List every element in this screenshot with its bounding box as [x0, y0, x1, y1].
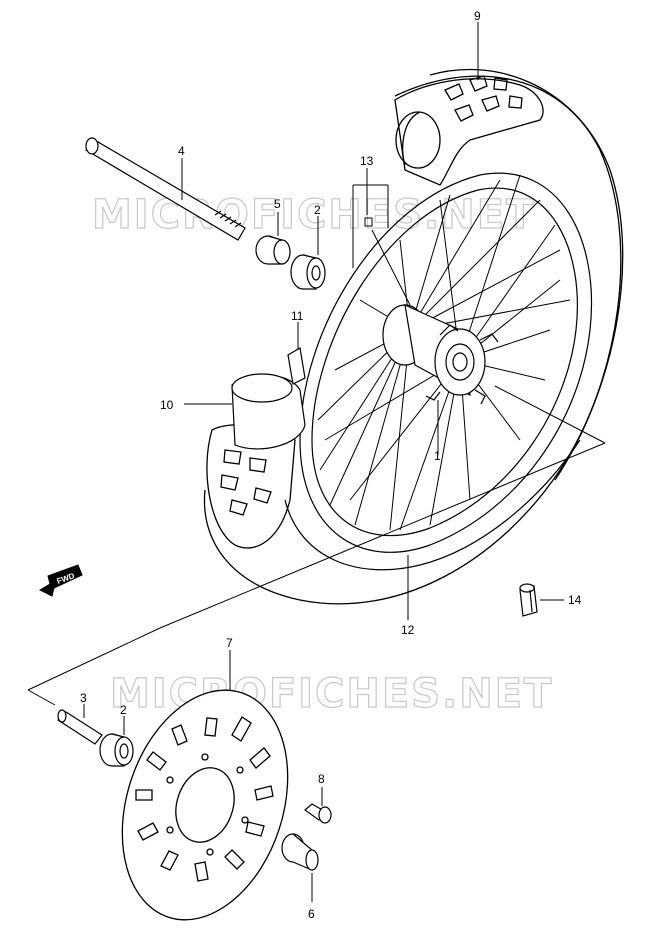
watermark-top: MICROFICHES.NET: [92, 192, 535, 238]
hub: [382, 303, 499, 405]
spokes: [317, 174, 571, 531]
callout-13: 13: [360, 154, 374, 168]
callout-7: 7: [226, 636, 233, 650]
callout-6: 6: [308, 907, 315, 921]
rim: [284, 172, 593, 571]
callout-2-upper: 2: [314, 203, 321, 217]
inner-tube: [231, 347, 306, 450]
callout-5: 5: [274, 197, 281, 211]
bearing-lower: [99, 733, 134, 767]
callout-2-lower: 2: [120, 703, 127, 717]
callout-4: 4: [178, 144, 185, 158]
fwd-indicator: FWD: [38, 564, 83, 597]
callout-8: 8: [318, 772, 325, 786]
rim-band-clip: [519, 583, 538, 617]
callout-12: 12: [401, 623, 415, 637]
spoke-and-nipple-detail: [352, 185, 411, 306]
callout-11: 11: [291, 309, 304, 323]
callout-10: 10: [160, 398, 174, 412]
callout-3: 3: [80, 691, 87, 705]
callout-labels: 1 2 2 3 4 5 6 7 8 9 10 11 12 13 14: [80, 9, 582, 921]
spacer-lower: [57, 709, 103, 745]
leader-lines: [83, 22, 564, 902]
callout-1: 1: [434, 449, 441, 463]
front-axle: [84, 137, 246, 241]
callout-9: 9: [474, 9, 481, 23]
assembly-guide-lines: [27, 385, 606, 706]
disc-bolt: [304, 803, 332, 824]
callout-14: 14: [568, 593, 582, 607]
bearing-upper: [290, 254, 326, 290]
brake-disc: [121, 689, 289, 921]
collar: [281, 833, 319, 871]
arrow-left-down-icon: [38, 564, 83, 597]
spacer: [255, 235, 291, 265]
